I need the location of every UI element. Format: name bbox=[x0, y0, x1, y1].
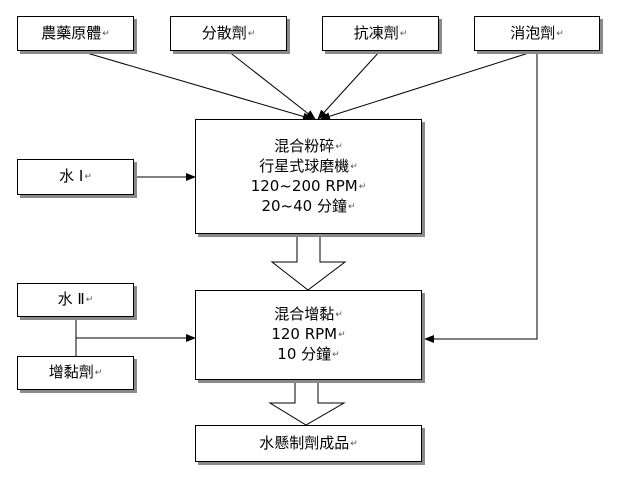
arrow-defoamer-to-thicken bbox=[424, 51, 538, 343]
final-product-box: 水懸制劑成品↵ bbox=[195, 425, 422, 462]
paragraph-mark: ↵ bbox=[102, 28, 110, 39]
arrow-pesticide-to-grind bbox=[79, 50, 313, 121]
input-thickener-box: 增黏劑↵ bbox=[17, 356, 134, 390]
step-mix-thicken-box: 混合增黏↵ 120 RPM↵ 10 分鐘↵ bbox=[195, 290, 422, 380]
paragraph-mark: ↵ bbox=[358, 181, 367, 192]
input-water1-box: 水 I↵ bbox=[17, 159, 134, 195]
block-arrow-grind-to-thicken bbox=[270, 233, 347, 291]
input-pesticide-label: 農藥原體 bbox=[41, 23, 102, 42]
paragraph-mark: ↵ bbox=[350, 161, 358, 172]
input-dispersant-label: 分散劑 bbox=[201, 23, 247, 42]
paragraph-mark: ↵ bbox=[247, 28, 256, 39]
paragraph-mark: ↵ bbox=[85, 295, 94, 305]
paragraph-mark: ↵ bbox=[556, 28, 564, 39]
paragraph-mark: ↵ bbox=[335, 310, 343, 320]
input-water2-box: 水 Ⅱ↵ bbox=[17, 283, 134, 317]
arrow-dispersant-to-grind bbox=[227, 50, 316, 120]
paragraph-mark: ↵ bbox=[335, 141, 343, 152]
input-dispersant-box: 分散劑↵ bbox=[170, 16, 287, 51]
input-defoamer-label: 消泡劑 bbox=[510, 23, 556, 42]
paragraph-mark: ↵ bbox=[338, 330, 346, 340]
mix-grind-equipment: 行星式球磨機 bbox=[259, 156, 350, 175]
block-arrow-thicken-to-product bbox=[268, 379, 346, 426]
input-defoamer-box: 消泡劑↵ bbox=[474, 16, 600, 51]
paragraph-mark: ↵ bbox=[350, 438, 358, 449]
mix-grind-duration: 20~40 分鐘 bbox=[261, 196, 347, 215]
mix-thicken-duration: 10 分鐘 bbox=[277, 345, 332, 363]
mix-grind-speed: 120~200 RPM bbox=[250, 176, 358, 195]
input-pesticide-box: 農藥原體↵ bbox=[17, 16, 134, 51]
step-mix-grind-box: 混合粉碎↵ 行星式球磨機↵ 120~200 RPM↵ 20~40 分鐘↵ bbox=[195, 119, 422, 234]
input-antifreeze-box: 抗凍劑↵ bbox=[322, 16, 439, 51]
input-water1-label: 水 I bbox=[59, 167, 84, 185]
paragraph-mark: ↵ bbox=[332, 350, 340, 360]
mix-thicken-speed: 120 RPM bbox=[271, 325, 338, 343]
mix-grind-title: 混合粉碎 bbox=[274, 136, 335, 155]
final-product-label: 水懸制劑成品 bbox=[259, 433, 350, 452]
input-thickener-label: 增黏劑 bbox=[48, 363, 94, 381]
mix-thicken-title: 混合增黏 bbox=[274, 305, 335, 323]
paragraph-mark: ↵ bbox=[94, 368, 103, 378]
paragraph-mark: ↵ bbox=[399, 28, 408, 39]
arrow-defoamer-to-grind bbox=[320, 50, 536, 121]
input-water2-label: 水 Ⅱ bbox=[57, 290, 85, 308]
arrow-antifreeze-to-grind bbox=[317, 50, 381, 120]
paragraph-mark: ↵ bbox=[347, 201, 356, 212]
input-antifreeze-label: 抗凍劑 bbox=[353, 23, 399, 42]
paragraph-mark: ↵ bbox=[84, 172, 92, 182]
